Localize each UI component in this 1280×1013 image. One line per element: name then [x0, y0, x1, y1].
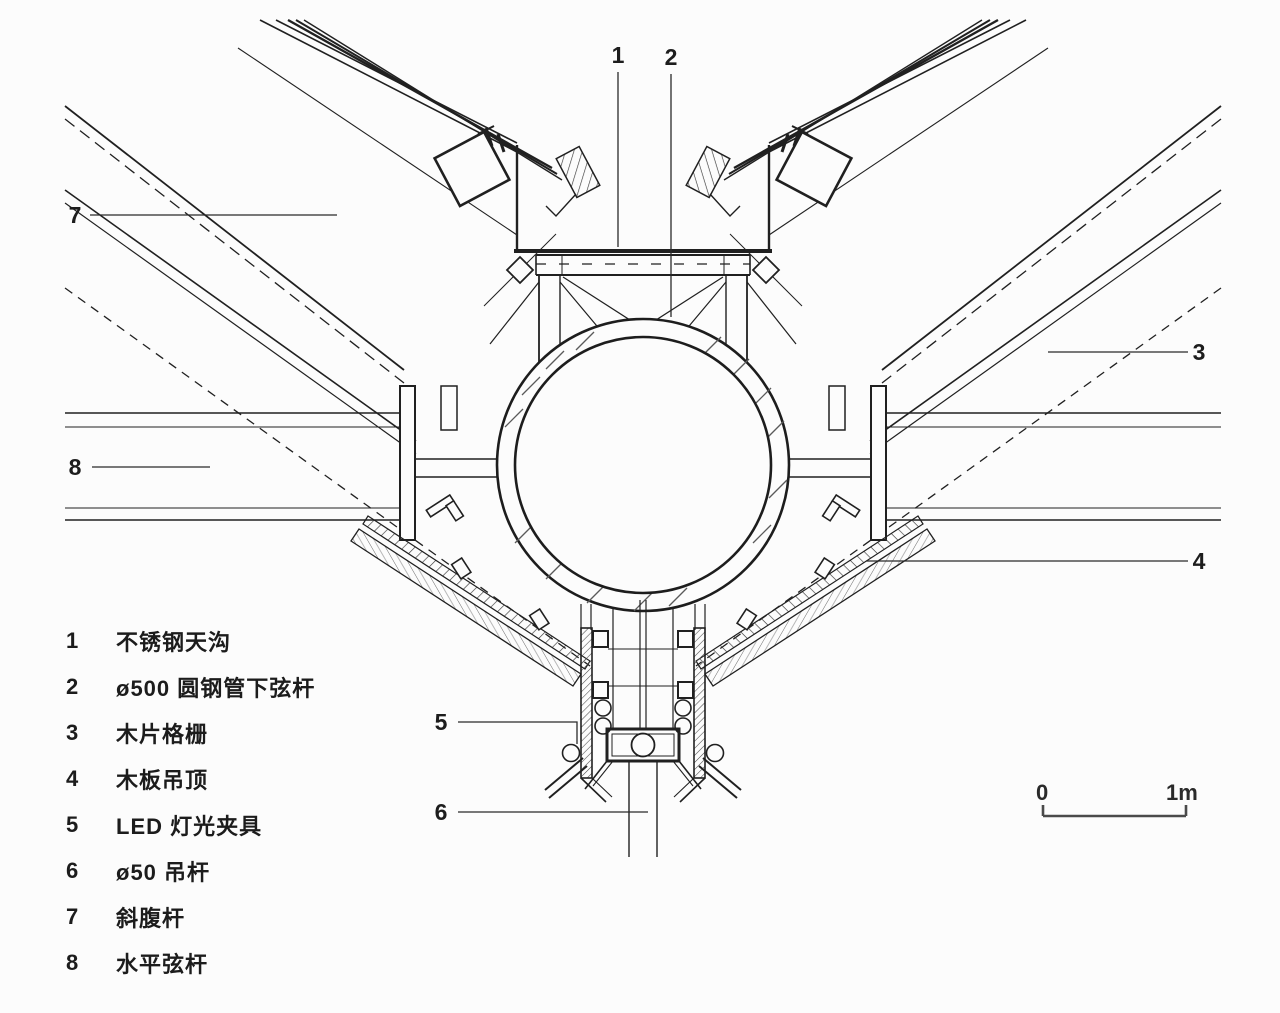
- led-fixture-foot-left: [544, 743, 588, 799]
- legend-item-number: 5: [66, 812, 79, 837]
- legend-item-number: 8: [66, 950, 79, 975]
- clamp-plate: [592, 681, 609, 699]
- callout-number-4: 4: [1193, 548, 1206, 574]
- legend-item-number: 7: [66, 904, 79, 929]
- scale-zero-label: 0: [1036, 780, 1048, 805]
- callout-leaders: [90, 72, 1188, 813]
- callout-number-7: 7: [69, 202, 82, 228]
- legend-item: 1 不锈钢天沟: [66, 618, 315, 664]
- leader-5: [458, 721, 578, 744]
- legend-item-label: 木片格栅: [116, 722, 209, 747]
- legend-item-label: ø500 圆钢管下弦杆: [116, 676, 316, 701]
- legend-item: 4 木板吊顶: [66, 756, 315, 802]
- legend-item-label: 木板吊顶: [116, 768, 209, 793]
- led-lamp: [561, 743, 581, 763]
- callout-number-5: 5: [435, 709, 448, 735]
- legend-item-number: 1: [66, 628, 79, 653]
- hanger-pin: [630, 732, 656, 758]
- hanger-channel-right: [693, 627, 706, 779]
- callout-number-2: 2: [665, 44, 678, 70]
- hanger-assembly: [544, 600, 742, 857]
- clamp-plate: [677, 681, 694, 699]
- hanger-box: [605, 727, 681, 763]
- legend-item-number: 4: [66, 766, 79, 791]
- legend-item: 7 斜腹杆: [66, 894, 315, 940]
- led-roller: [674, 717, 692, 735]
- legend-item: 3 木片格栅: [66, 710, 315, 756]
- legend-item: 6 ø50 吊杆: [66, 848, 315, 894]
- legend-item-label: 水平弦杆: [116, 952, 209, 977]
- legend-item: 8 水平弦杆: [66, 940, 315, 986]
- callout-number-1: 1: [612, 42, 625, 68]
- legend-item-number: 6: [66, 858, 79, 883]
- legend-item-label: 不锈钢天沟: [116, 630, 232, 655]
- callout-number-8: 8: [69, 454, 82, 480]
- callout-number-3: 3: [1193, 339, 1206, 365]
- led-roller: [674, 699, 692, 717]
- callout-number-6: 6: [435, 799, 448, 825]
- steel-pipe-section: [495, 317, 791, 613]
- legend-item-number: 3: [66, 720, 79, 745]
- legend-item: 5 LED 灯光夹具: [66, 802, 315, 848]
- led-roller: [594, 717, 612, 735]
- legend-item: 2 ø500 圆钢管下弦杆: [66, 664, 315, 710]
- hanger-channel-left: [580, 627, 593, 779]
- legend-item-label: 斜腹杆: [116, 906, 186, 931]
- led-roller: [594, 699, 612, 717]
- led-lamp: [705, 743, 725, 763]
- led-fixture-foot-right: [698, 743, 742, 799]
- scale-1m-label: 1m: [1166, 780, 1198, 805]
- legend-item-label: LED 灯光夹具: [116, 814, 263, 839]
- gutter-assembly: [514, 145, 772, 276]
- scale-bar: 0 1m: [1036, 780, 1198, 818]
- legend-item-number: 2: [66, 674, 79, 699]
- pipe-wall-hatching: [504, 331, 788, 612]
- legend: 1 不锈钢天沟 2 ø500 圆钢管下弦杆 3 木片格栅 4 木板吊顶 5 LE…: [66, 618, 315, 986]
- clamp-plate: [592, 630, 609, 648]
- legend-item-label: ø50 吊杆: [116, 860, 211, 885]
- pipe-inner-wall: [513, 335, 773, 595]
- clamp-plate: [677, 630, 694, 648]
